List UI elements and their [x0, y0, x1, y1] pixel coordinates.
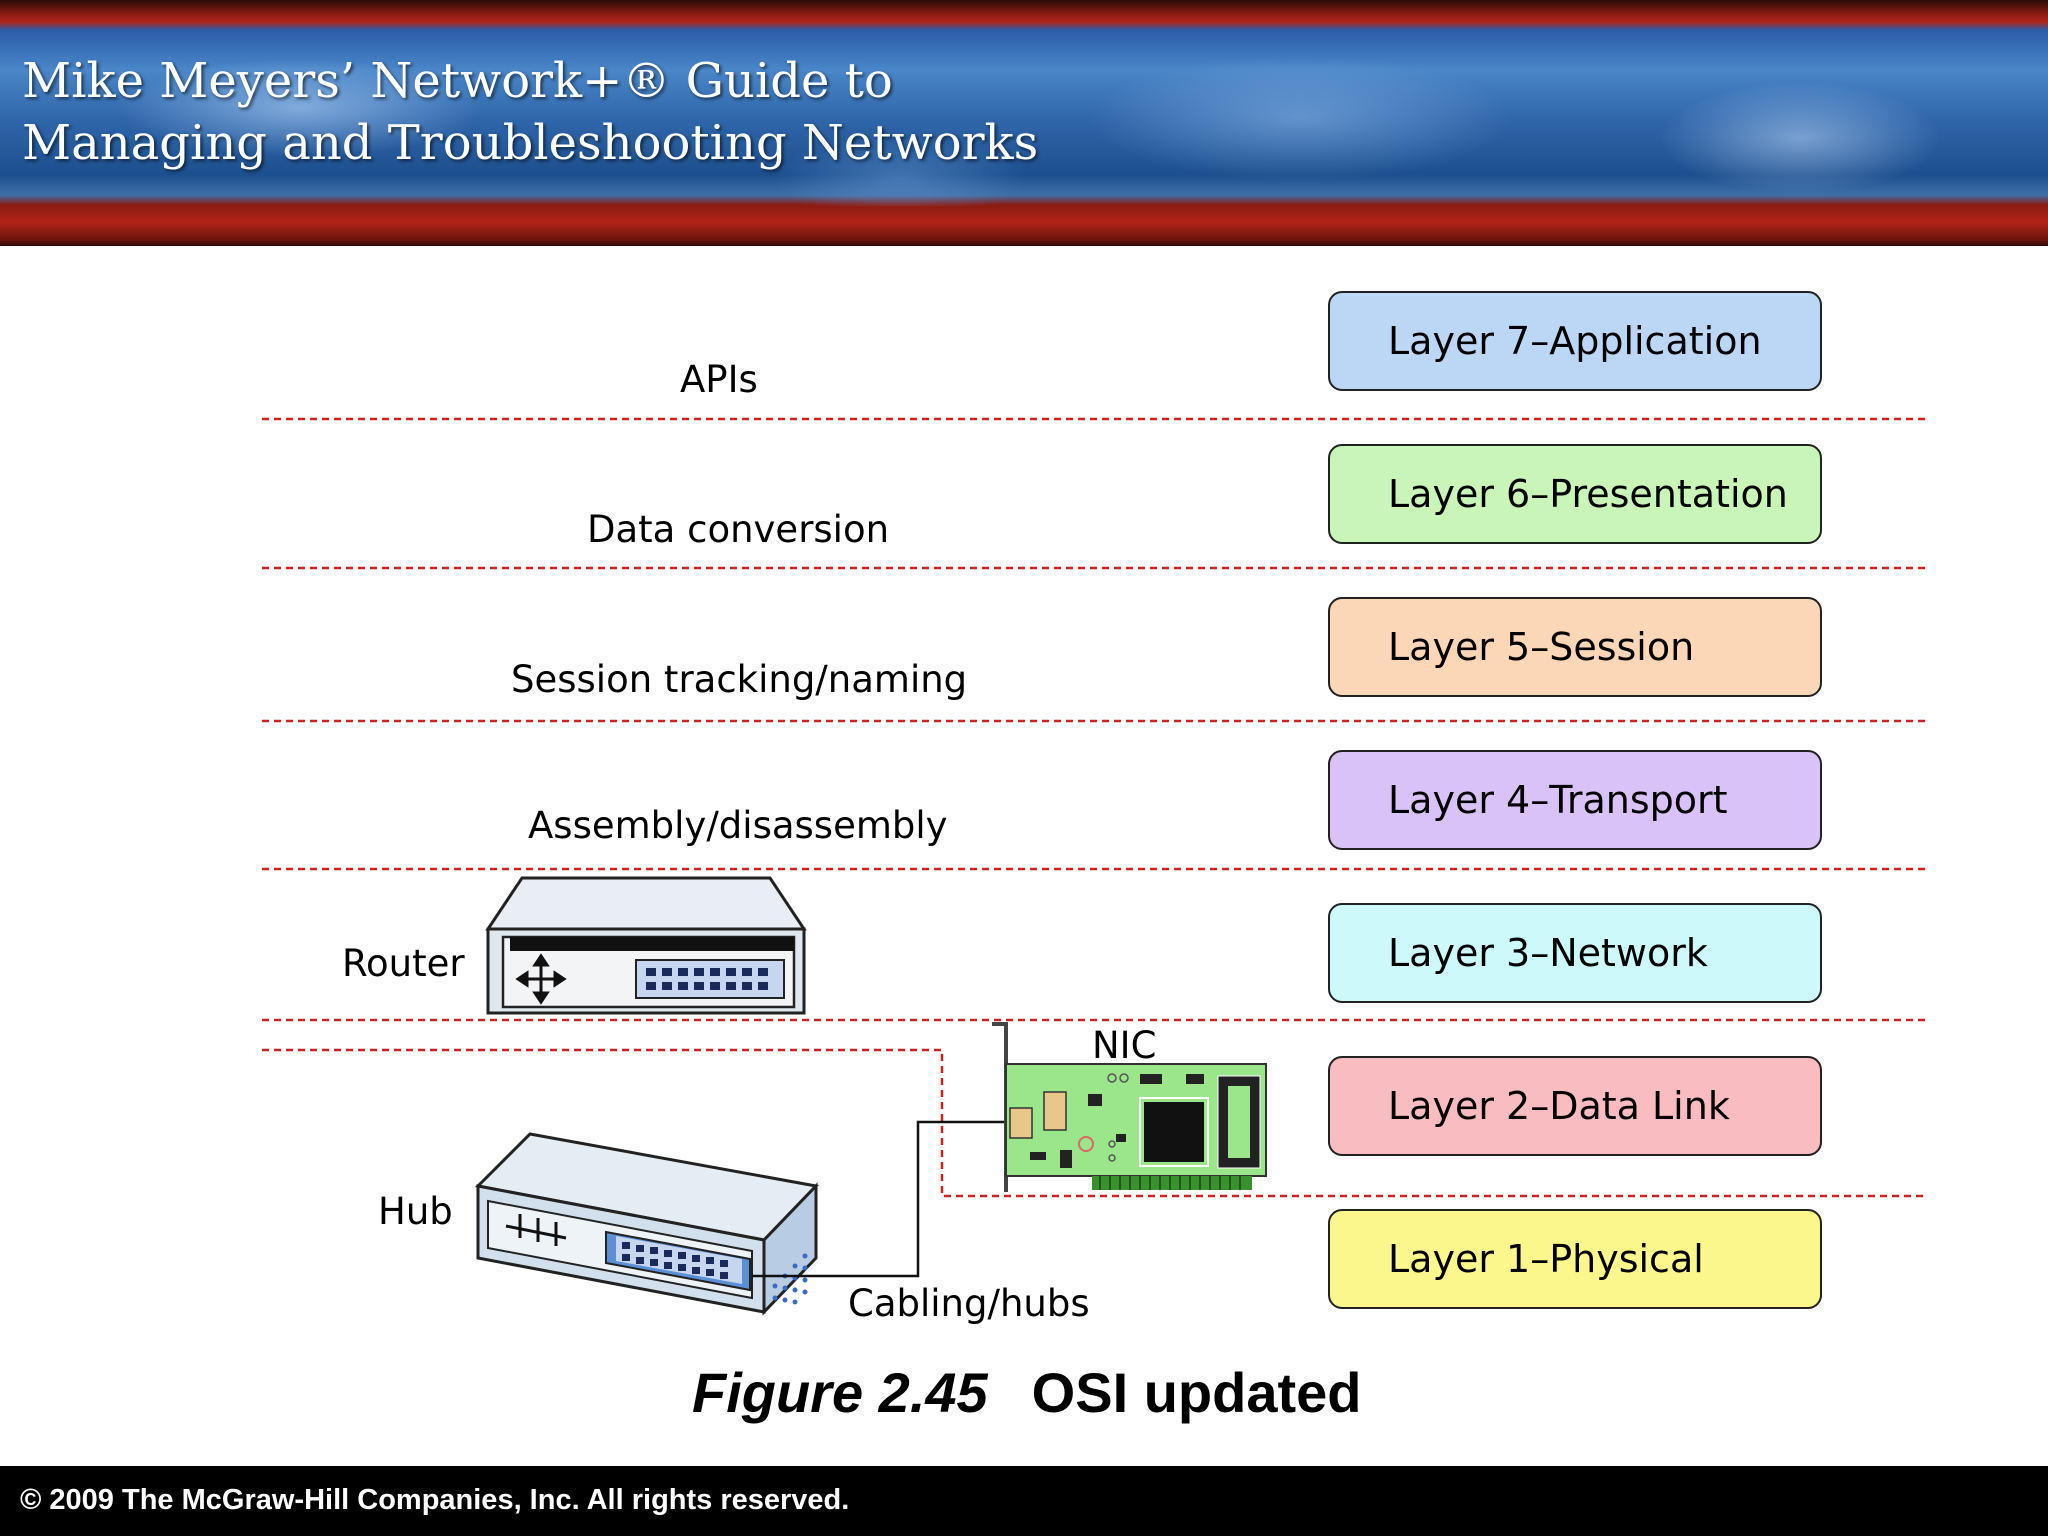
layer-1-physical-box: Layer 1–Physical [1328, 1209, 1822, 1309]
router-label: Router [342, 942, 465, 985]
copyright-text: © 2009 The McGraw-Hill Companies, Inc. A… [20, 1484, 850, 1516]
figure-number: Figure 2.45 [692, 1361, 988, 1424]
banner-background-glow [0, 28, 2048, 206]
figure-caption: Figure 2.45 OSI updated [692, 1360, 1361, 1425]
session-tracking-label: Session tracking/naming [511, 658, 968, 701]
divider-2-1 [262, 1048, 1926, 1198]
cabling-hubs-label: Cabling/hubs [848, 1282, 1090, 1325]
layer-7-application-box: Layer 7–Application [1328, 291, 1822, 391]
nic-label: NIC [1092, 1024, 1157, 1067]
nic-card-icon [992, 1022, 1267, 1192]
figure-title: OSI updated [1031, 1361, 1362, 1424]
header-title: Mike Meyers’ Network+® Guide to Managing… [22, 50, 1038, 174]
header-title-line2: Managing and Troubleshooting Networks [22, 115, 1039, 171]
footer-bar: © 2009 The McGraw-Hill Companies, Inc. A… [0, 1466, 2048, 1536]
apis-label: APIs [680, 358, 758, 401]
header-title-line1: Mike Meyers’ Network+® Guide to [22, 53, 893, 109]
hub-icon [474, 1132, 820, 1316]
header-banner: Mike Meyers’ Network+® Guide to Managing… [0, 0, 2048, 246]
layer-2-data-link-box: Layer 2–Data Link [1328, 1056, 1822, 1156]
assembly-disassembly-label: Assembly/disassembly [528, 804, 948, 847]
osi-diagram: Layer 7–Application Layer 6–Presentation… [0, 246, 2048, 1466]
diagram-lines [262, 417, 1926, 1316]
layer-4-transport-box: Layer 4–Transport [1328, 750, 1822, 850]
network-cable [752, 1120, 1010, 1278]
layer-3-network-box: Layer 3–Network [1328, 903, 1822, 1003]
layer-5-session-box: Layer 5–Session [1328, 597, 1822, 697]
hub-label: Hub [378, 1190, 453, 1233]
data-conversion-label: Data conversion [587, 508, 890, 551]
router-icon [485, 876, 807, 1015]
layer-6-presentation-box: Layer 6–Presentation [1328, 444, 1822, 544]
